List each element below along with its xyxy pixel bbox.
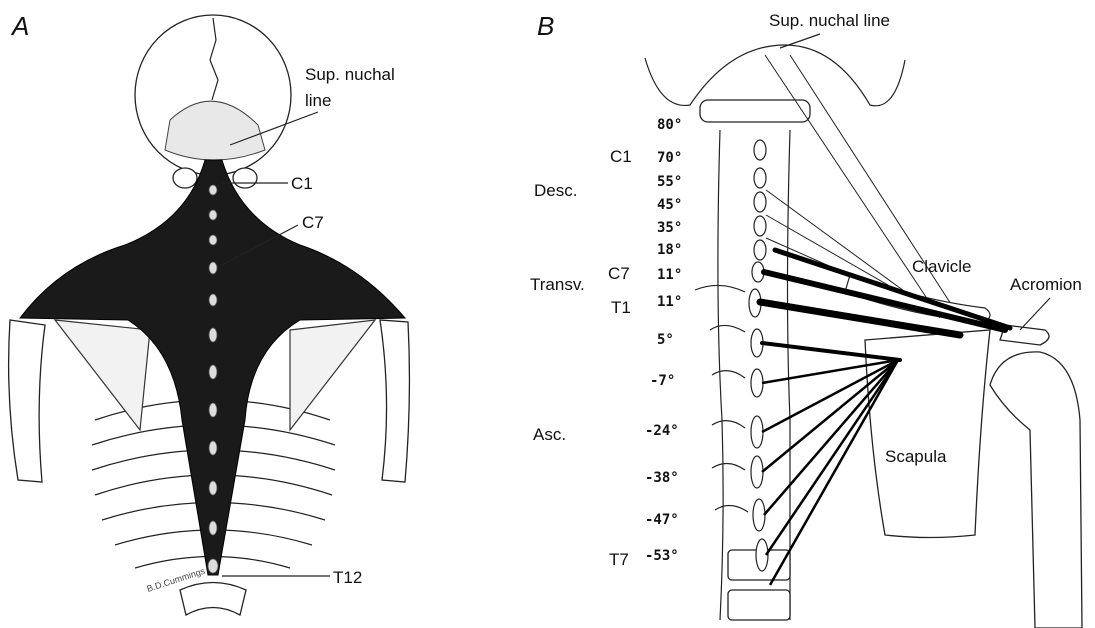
angle-label: -53° (645, 548, 679, 564)
label-vertebra-t7: T7 (609, 550, 629, 569)
angle-label: 11° (657, 294, 682, 310)
label-c7-a: C7 (302, 213, 324, 232)
angle-label: 80° (657, 117, 682, 133)
label-sup-nuchal-line-b: Sup. nuchal line (769, 11, 890, 30)
pelvis (180, 583, 246, 616)
label-sup-nuchal-line-a-2: line (305, 91, 331, 110)
scapula (865, 330, 990, 538)
label-group-asc: Asc. (533, 425, 566, 444)
angle-label: -7° (650, 373, 675, 389)
label-sup-nuchal-line-a: Sup. nuchal (305, 65, 395, 84)
angle-label: 35° (657, 220, 682, 236)
panel-b-letter: B (537, 11, 554, 41)
vertebral-processes (749, 140, 768, 571)
angle-label: -38° (645, 470, 679, 486)
label-vertebra-t1: T1 (611, 298, 631, 317)
angle-label: 11° (657, 267, 682, 283)
label-t12-a: T12 (333, 568, 362, 587)
panel-b: B (530, 11, 1082, 628)
label-group-desc: Desc. (534, 181, 577, 200)
angle-label: -47° (645, 512, 679, 528)
angle-label: 5° (657, 332, 674, 348)
label-scapula: Scapula (885, 447, 947, 466)
head-outline (645, 45, 905, 106)
angle-label: 70° (657, 150, 682, 166)
panel-a-letter: A (10, 11, 29, 41)
label-c1-a: C1 (291, 174, 313, 193)
panel-a: A (9, 11, 410, 615)
angle-label: -24° (645, 423, 679, 439)
humeral-head (990, 352, 1082, 628)
label-vertebra-c7: C7 (608, 264, 630, 283)
transverse-processes (695, 285, 748, 512)
leader-acromion (1020, 298, 1050, 330)
label-clavicle: Clavicle (912, 257, 972, 276)
angle-label: 55° (657, 174, 682, 190)
label-vertebra-c1: C1 (610, 147, 632, 166)
angle-label: 18° (657, 242, 682, 258)
label-acromion: Acromion (1010, 275, 1082, 294)
angle-label: 45° (657, 197, 682, 213)
label-group-transv: Transv. (530, 275, 585, 294)
